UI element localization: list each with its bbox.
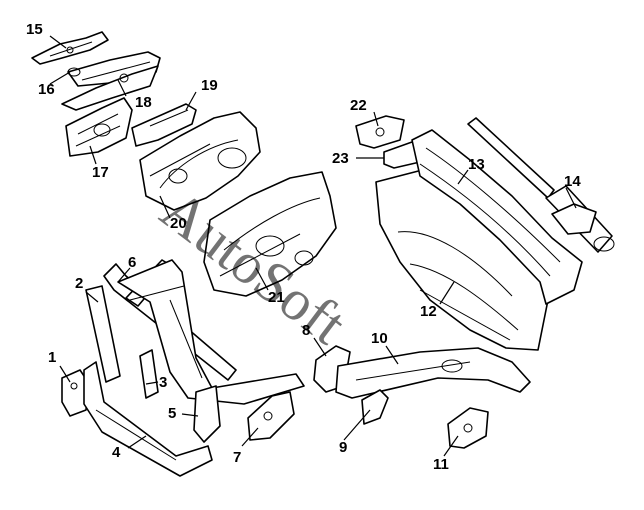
callout-13: 13 [468, 156, 485, 173]
callout-2: 2 [75, 275, 84, 292]
callout-23: 23 [332, 150, 349, 167]
part-14-strut [467, 117, 615, 253]
part-19-bracket [131, 103, 197, 147]
part-3-bracket [139, 349, 159, 399]
part-11-bracket [447, 407, 489, 449]
callout-15: 15 [26, 21, 43, 38]
callout-leaders [49, 35, 577, 457]
callout-6: 6 [128, 254, 137, 271]
part-17-panel [65, 97, 133, 157]
part-16-18-upper-rail [61, 51, 161, 111]
part-9-bracket [361, 389, 389, 425]
callout-10: 10 [371, 330, 388, 347]
callout-9: 9 [339, 439, 348, 456]
callout-8: 8 [302, 322, 311, 339]
callout-20: 20 [170, 215, 187, 232]
part-radiator-support [117, 259, 305, 405]
part-7-bracket [247, 391, 295, 441]
part-5-plate [193, 385, 221, 443]
callout-17: 17 [92, 164, 109, 181]
callout-12: 12 [420, 303, 437, 320]
callout-19: 19 [201, 77, 218, 94]
callout-5: 5 [168, 405, 177, 422]
part-8-10-lower-rail [313, 345, 531, 399]
part-22-23-brackets [355, 115, 425, 169]
part-4-crossmember [83, 361, 213, 477]
callout-4: 4 [112, 444, 121, 461]
callout-7: 7 [233, 449, 242, 466]
callout-22: 22 [350, 97, 367, 114]
part-15-bracket [31, 31, 109, 65]
part-1-bracket [61, 369, 89, 417]
part-13-cowl [411, 129, 583, 305]
callout-3: 3 [159, 374, 168, 391]
callout-21: 21 [268, 289, 285, 306]
callout-1: 1 [48, 349, 57, 366]
callout-11: 11 [433, 456, 449, 473]
callout-14: 14 [564, 173, 581, 190]
callout-16: 16 [38, 81, 55, 98]
callout-18: 18 [135, 94, 152, 111]
part-21-apron [203, 171, 337, 297]
